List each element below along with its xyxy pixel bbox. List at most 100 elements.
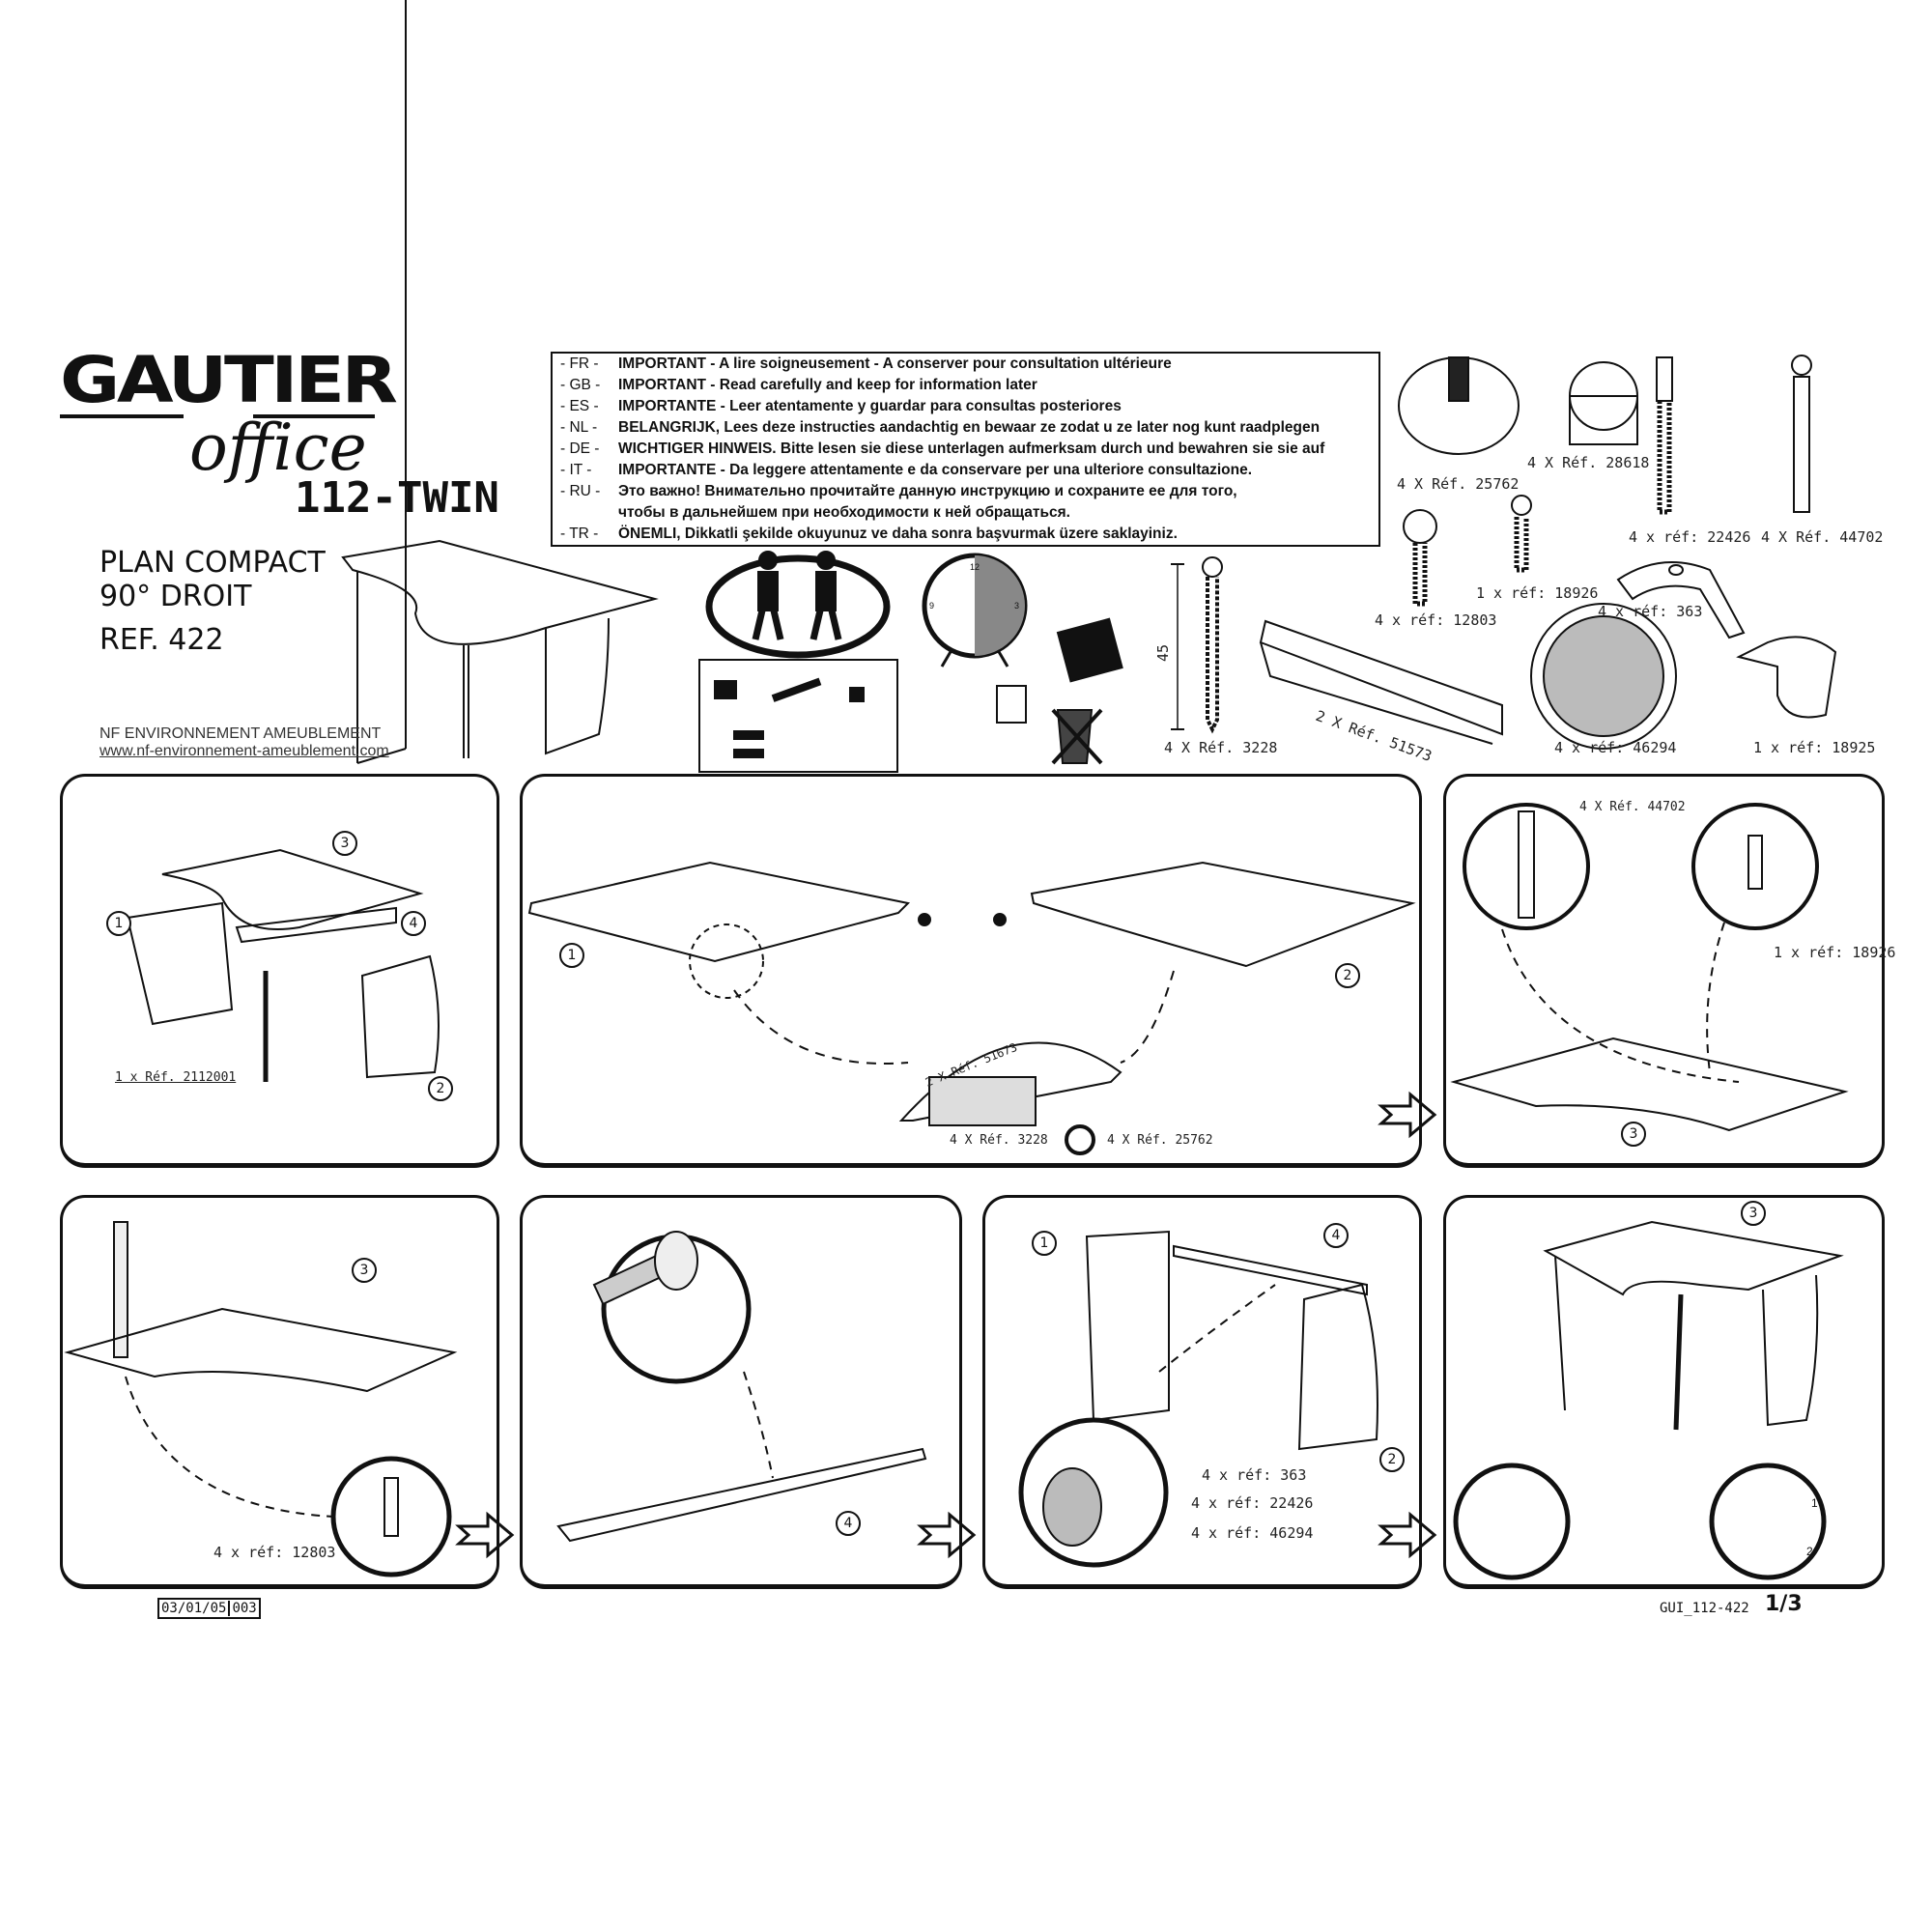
clock-icon — [922, 553, 1028, 668]
language-code: - ES - — [560, 398, 599, 414]
step7-arrow-number-1: 1 — [1811, 1496, 1818, 1510]
language-code: - NL - — [560, 419, 598, 436]
step2-cam-label: 4 X Réf. 25762 — [1107, 1133, 1213, 1148]
part-label-25762: 4 X Réf. 25762 — [1397, 475, 1520, 493]
packaging-recycle-icons — [996, 617, 1123, 765]
step3-bolt-label: 4 X Réf. 44702 — [1579, 800, 1686, 814]
step6-label-22426: 4 x réf: 22426 — [1191, 1494, 1314, 1512]
part-label-363: 4 x réf: 363 — [1598, 603, 1703, 620]
product-title: PLAN COMPACT — [99, 546, 326, 580]
notice-text: IMPORTANTE - Leer atentamente y guardar … — [618, 398, 1122, 414]
screw-length-dimension: 45 — [1154, 644, 1172, 662]
step2-drawing — [527, 861, 1416, 1155]
page-number: 1/3 — [1765, 1592, 1803, 1616]
language-code: - IT - — [560, 462, 592, 478]
step7-arrow-number-2: 2 — [1806, 1545, 1813, 1558]
step4-drawing — [64, 1221, 458, 1577]
language-code: - GB - — [560, 377, 601, 393]
notice-row: - GB - IMPORTANT - Read carefully and kee… — [553, 375, 1378, 396]
part-label-46294: 4 x réf: 46294 — [1554, 739, 1677, 756]
notice-row: - DE - WICHTIGER HINWEIS. Bitte lesen sie… — [553, 439, 1378, 460]
step3-drawing — [1450, 803, 1849, 1132]
language-code: - RU - — [560, 483, 601, 499]
notice-text: ÖNEMLI, Dikkatli şekilde okuyunuz ve dah… — [618, 526, 1178, 542]
notice-row: - ES - IMPORTANTE - Leer atentamente y gu… — [553, 396, 1378, 417]
notice-row: - RU - Это важно! Внимательно прочитайте … — [553, 481, 1378, 502]
clock-9: 9 — [929, 601, 934, 611]
notice-row: - NL - BELANGRIJK, Lees deze instructies … — [553, 417, 1378, 439]
part-label-3228: 4 X Réf. 3228 — [1164, 739, 1278, 756]
step7-drawing — [1453, 1220, 1844, 1580]
product-ref: REF. 422 — [99, 623, 224, 657]
part-label-18925: 1 x réf: 18925 — [1753, 739, 1876, 756]
part-label-28618: 4 X Réf. 28618 — [1527, 454, 1650, 471]
language-code: - FR - — [560, 355, 599, 372]
step1-leg-label: 1 x Réf. 2112001 — [115, 1070, 237, 1085]
step1-drawing — [126, 848, 440, 1082]
revision-version: 003 — [228, 1601, 257, 1616]
step-5-panel — [520, 1195, 962, 1589]
tools-icons — [714, 677, 865, 758]
step6-drawing — [1018, 1230, 1378, 1568]
step2-screw-label: 4 X Réf. 3228 — [950, 1133, 1048, 1148]
parts-drawings — [1171, 355, 1837, 750]
step6-label-363: 4 x réf: 363 — [1202, 1466, 1307, 1484]
certification-label: NF ENVIRONNEMENT AMEUBLEMENT — [99, 725, 382, 742]
step-1-panel — [60, 774, 499, 1168]
step6-callout-2: 2 — [1379, 1447, 1405, 1472]
step3-callout-3: 3 — [1621, 1122, 1646, 1147]
revision-stamp: 03/01/05 003 — [157, 1598, 261, 1619]
notice-text: WICHTIGER HINWEIS. Bitte lesen sie diese… — [618, 440, 1325, 457]
step-7-panel — [1443, 1195, 1885, 1589]
notice-row: - TR - ÖNEMLI, Dikkatli şekilde okuyunuz … — [553, 524, 1378, 545]
two-person-assembly-icon — [705, 551, 891, 659]
step-4-panel — [60, 1195, 499, 1589]
part-label-22426: 4 x réf: 22426 — [1629, 528, 1751, 546]
notice-row: - IT - IMPORTANTE - Da leggere attentamen… — [553, 460, 1378, 481]
notice-row: - FR - IMPORTANT - A lire soigneusement -… — [553, 354, 1378, 375]
notice-text: Это важно! Внимательно прочитайте данную… — [618, 483, 1237, 499]
part-label-18926: 1 x réf: 18926 — [1476, 584, 1599, 602]
clock-3: 3 — [1014, 601, 1019, 611]
notice-text: чтобы в дальнейшем при необходимости к н… — [618, 504, 1070, 521]
tools-box — [698, 659, 898, 773]
brand-logo: GAUTIER — [60, 343, 398, 417]
step5-callout-4: 4 — [836, 1511, 861, 1536]
model-name: 112-TWIN — [295, 473, 499, 523]
language-code: - TR - — [560, 526, 599, 542]
clock-12: 12 — [970, 562, 980, 572]
step2-callout-2: 2 — [1335, 963, 1360, 988]
step7-callout-3: 3 — [1741, 1201, 1766, 1226]
notice-text: BELANGRIJK, Lees deze instructies aandac… — [618, 419, 1321, 436]
language-code — [553, 502, 618, 524]
step-2-panel — [520, 774, 1422, 1168]
certification-link[interactable]: www.nf-environnement-ameublement.com — [99, 743, 389, 759]
step1-callout-4: 4 — [401, 911, 426, 936]
notice-text: IMPORTANT - A lire soigneusement - A con… — [618, 355, 1172, 372]
step3-pin-label: 1 x réf: 18926 — [1774, 944, 1896, 961]
revision-date: 03/01/05 — [161, 1601, 227, 1616]
notice-text: IMPORTANTE - Da leggere attentamente e d… — [618, 462, 1253, 478]
important-notice-box: - FR - IMPORTANT - A lire soigneusement -… — [551, 352, 1380, 547]
step6-label-46294: 4 x réf: 46294 — [1191, 1524, 1314, 1542]
step4-callout-3: 3 — [352, 1258, 377, 1283]
brand-subline: office — [189, 411, 367, 485]
step1-callout-1: 1 — [106, 911, 131, 936]
step2-callout-1: 1 — [559, 943, 584, 968]
part-label-44702: 4 X Réf. 44702 — [1761, 528, 1884, 546]
document-code: GUI_112-422 — [1660, 1601, 1749, 1616]
step1-callout-3: 3 — [332, 831, 357, 856]
step5-drawing — [556, 1231, 927, 1543]
notice-text: IMPORTANT - Read carefully and keep for … — [618, 377, 1037, 393]
step-3-panel — [1443, 774, 1885, 1168]
notice-row: чтобы в дальнейшем при необходимости к н… — [553, 502, 1378, 524]
step1-callout-2: 2 — [428, 1076, 453, 1101]
product-angle: 90° DROIT — [99, 580, 252, 613]
language-code: - DE - — [560, 440, 600, 457]
part-label-12803: 4 x réf: 12803 — [1375, 611, 1497, 629]
step6-callout-4: 4 — [1323, 1223, 1349, 1248]
step4-screw-label: 4 x réf: 12803 — [213, 1544, 336, 1561]
part-label-51573: 2 X Réf. 51573 — [1314, 707, 1435, 765]
